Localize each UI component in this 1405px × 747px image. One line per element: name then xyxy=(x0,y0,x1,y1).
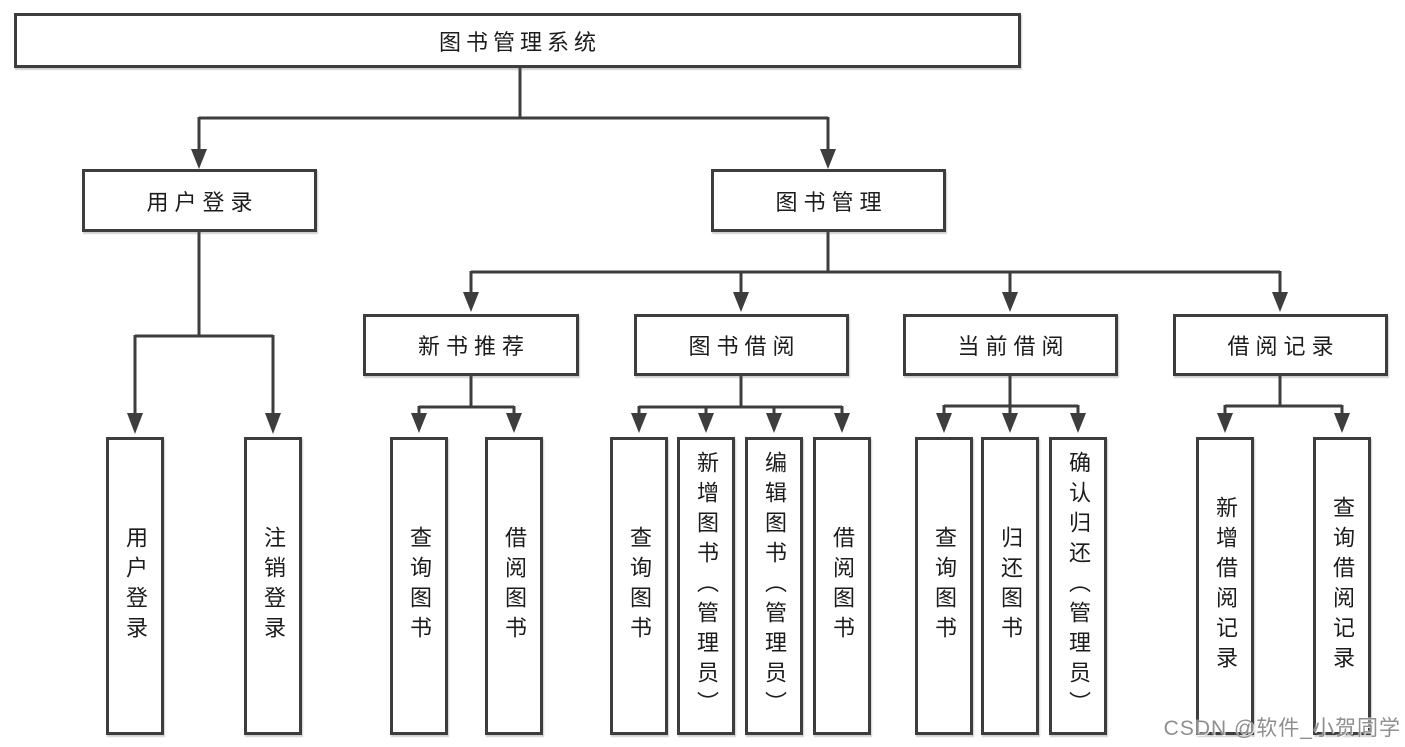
node-user-login: 用户登录 xyxy=(82,169,317,232)
leaf-add-borrow-record: 新增借阅记录 xyxy=(1196,437,1254,735)
arrow-down-icon xyxy=(265,413,281,434)
node-book-management: 图书管理 xyxy=(711,169,946,232)
leaf-logout: 注销登录 xyxy=(244,437,302,735)
arrow-down-icon xyxy=(834,413,850,433)
leaf-label: 查询图书 xyxy=(932,526,957,646)
arrow-down-icon xyxy=(506,413,522,433)
arrow-down-icon xyxy=(733,292,749,312)
arrow-down-icon xyxy=(631,413,647,433)
leaf-label: 用户登录 xyxy=(123,526,148,646)
connector-line xyxy=(637,375,844,415)
leaf-borrow-books: 借阅图书 xyxy=(813,437,871,735)
connector-bookmgmt-to-level3 xyxy=(463,232,1288,312)
connector-root-to-level2 xyxy=(191,68,836,169)
connector-line xyxy=(197,68,830,151)
connector-records-to-leaves xyxy=(1217,375,1350,433)
node-library-management-system: 图书管理系统 xyxy=(14,13,1021,68)
arrow-down-icon xyxy=(698,413,714,433)
leaf-user-login: 用户登录 xyxy=(106,437,164,735)
node-book-borrow: 图书借阅 xyxy=(634,314,849,376)
leaf-add-books-admin: 新增图书（管理员） xyxy=(677,437,735,735)
leaf-query-borrow-record: 查询借阅记录 xyxy=(1313,437,1371,735)
arrow-down-icon xyxy=(820,149,836,169)
csdn-watermark: CSDN @软件_小贺同学 xyxy=(1163,717,1401,740)
leaf-confirm-return-admin: 确认归还（管理员） xyxy=(1049,437,1107,735)
node-current-borrow: 当前借阅 xyxy=(903,314,1118,376)
connector-line xyxy=(417,375,516,415)
leaf-label: 借阅图书 xyxy=(830,526,855,646)
leaf-query-books: 查询图书 xyxy=(390,437,448,735)
node-borrow-records: 借阅记录 xyxy=(1173,314,1388,376)
leaf-label: 新增图书（管理员） xyxy=(694,451,719,721)
node-new-book-recommend: 新书推荐 xyxy=(363,314,579,376)
leaf-label: 借阅图书 xyxy=(502,526,527,646)
leaf-label: 确认归还（管理员） xyxy=(1066,451,1091,721)
leaf-label: 编辑图书（管理员） xyxy=(762,451,787,721)
connector-line xyxy=(1223,375,1344,415)
connector-line xyxy=(469,232,1282,294)
arrow-down-icon xyxy=(191,149,207,169)
connector-borrow-to-leaves xyxy=(631,375,850,433)
arrow-down-icon xyxy=(936,413,952,433)
connector-line xyxy=(133,232,275,415)
arrow-down-icon xyxy=(1002,292,1018,312)
connector-login-to-leaves xyxy=(127,232,281,434)
connector-line xyxy=(942,375,1080,415)
leaf-return-books: 归还图书 xyxy=(981,437,1039,735)
connector-current-to-leaves xyxy=(936,375,1086,433)
arrow-down-icon xyxy=(1272,292,1288,312)
leaf-label: 新增借阅记录 xyxy=(1213,496,1238,676)
leaf-edit-books-admin: 编辑图书（管理员） xyxy=(745,437,803,735)
leaf-borrow-books: 借阅图书 xyxy=(485,437,543,735)
arrow-down-icon xyxy=(766,413,782,433)
arrow-down-icon xyxy=(1070,413,1086,433)
leaf-label: 归还图书 xyxy=(998,526,1023,646)
leaf-query-books: 查询图书 xyxy=(610,437,668,735)
leaf-label: 注销登录 xyxy=(261,526,286,646)
connector-recommend-to-leaves xyxy=(411,375,522,433)
arrow-down-icon xyxy=(1334,413,1350,433)
leaf-label: 查询图书 xyxy=(407,526,432,646)
leaf-label: 查询图书 xyxy=(627,526,652,646)
arrow-down-icon xyxy=(1217,413,1233,433)
arrow-down-icon xyxy=(463,292,479,312)
leaf-query-books: 查询图书 xyxy=(915,437,973,735)
arrow-down-icon xyxy=(127,413,143,434)
arrow-down-icon xyxy=(411,413,427,433)
leaf-label: 查询借阅记录 xyxy=(1330,496,1355,676)
arrow-down-icon xyxy=(1002,413,1018,433)
